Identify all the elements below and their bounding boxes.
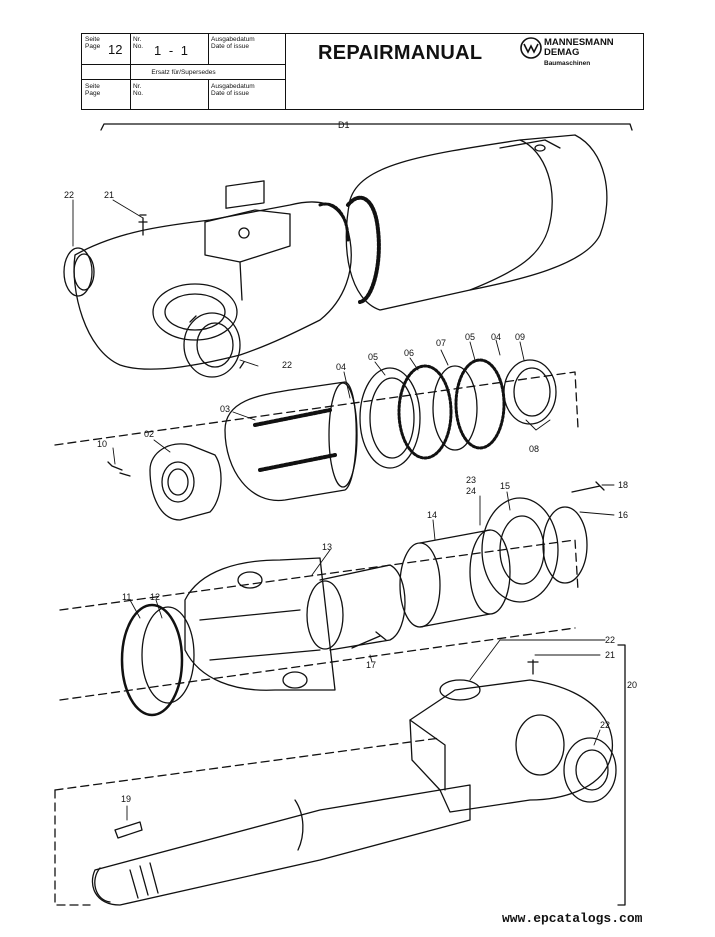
rod-guide-assembly [120, 481, 605, 717]
callout-13: 13 [322, 542, 332, 552]
nr-value: 1 - 1 [154, 43, 189, 58]
piston-assembly [107, 358, 557, 521]
callout-02: 02 [144, 429, 154, 439]
callout-06: 06 [404, 348, 414, 358]
company-logo-icon [520, 37, 542, 59]
callout-17: 17 [366, 660, 376, 670]
callout-14: 14 [427, 510, 437, 520]
nr-label: Nr.No. [133, 36, 144, 50]
supersedes-label: Ersatz für/Supersedes [151, 69, 216, 76]
callout-21: 21 [605, 650, 615, 660]
nr-label-2: Nr.No. [133, 83, 144, 97]
callout-16: 16 [618, 510, 628, 520]
callout-12: 12 [150, 592, 160, 602]
callout-24: 24 [466, 486, 476, 496]
callout-07: 07 [436, 338, 446, 348]
callout-10: 10 [97, 439, 107, 449]
callout-21: 21 [104, 190, 114, 200]
callout-04: 04 [491, 332, 501, 342]
callout-09: 09 [515, 332, 525, 342]
page-title: REPAIRMANUAL [318, 42, 483, 64]
callout-11: 11 [122, 592, 131, 602]
callout-20: 20 [627, 680, 637, 690]
callout-d1: D1 [338, 120, 350, 130]
callout-05: 05 [368, 352, 378, 362]
callout-22: 22 [600, 720, 610, 730]
cylinder-tube [63, 134, 608, 378]
callout-03: 03 [220, 404, 230, 414]
watermark-url: www.epcatalogs.com [502, 911, 643, 926]
callout-18: 18 [618, 480, 628, 490]
callout-15: 15 [500, 481, 510, 491]
callout-23: 23 [466, 475, 476, 485]
callout-22: 22 [605, 635, 615, 645]
brand-subtitle: Baumaschinen [544, 60, 591, 67]
callout-05: 05 [465, 332, 475, 342]
callout-22: 22 [64, 190, 74, 200]
callout-22: 22 [282, 360, 292, 370]
callout-04: 04 [336, 362, 346, 372]
page-number: 12 [108, 42, 123, 57]
callout-19: 19 [121, 794, 131, 804]
callout-08: 08 [529, 444, 539, 454]
piston-rod [91, 644, 626, 906]
